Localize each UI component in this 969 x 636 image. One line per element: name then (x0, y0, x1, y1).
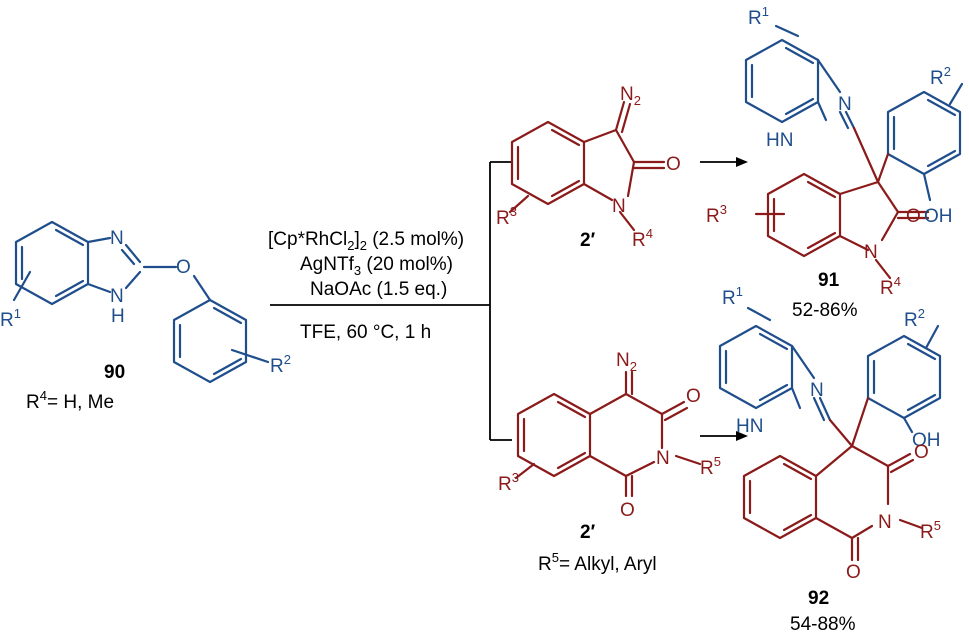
reaction-arrows (270, 157, 748, 441)
reagent-bottom-O2: O (620, 500, 635, 521)
reagent-bottom-R5-note: R5= Alkyl, Aryl (538, 550, 657, 575)
product-92-OH: OH (912, 430, 941, 451)
reagent-bottom-R3: R3 (498, 470, 519, 495)
compound-label-2prime-bottom: 2′ (580, 522, 596, 543)
start-N-label: N (110, 228, 124, 249)
reagent-bottom-2prime: N2 O N O R3 R5 2′ R5= Alkyl, Aryl (498, 350, 721, 575)
condition-base: NaOAc (1.5 eq.) (310, 279, 447, 300)
reaction-conditions: [Cp*RhCl2]2 (2.5 mol%) AgNTf3 (20 mol%) … (268, 229, 464, 343)
reagent-bottom-R5: R5 (700, 454, 721, 479)
start-R4-note: R4= H, Me (26, 388, 114, 413)
product-92: R1 R2 N HN OH O N O R5 92 54-88% (718, 284, 942, 635)
compound-label-91: 91 (818, 270, 840, 291)
product-91-N: N (838, 94, 852, 115)
product-91: R1 R2 N HN OH O N R3 R4 91 52-86% (706, 4, 964, 321)
reagent-bottom-N: N (656, 448, 670, 469)
start-R1: R1 (0, 306, 21, 331)
product-91-O: O (906, 206, 921, 227)
product-91-OH: OH (924, 206, 953, 227)
product-91-R3: R3 (706, 202, 727, 227)
product-92-N-imide: N (878, 512, 892, 533)
reagent-top-R4: R4 (632, 226, 653, 251)
yield-92: 54-88% (790, 614, 856, 635)
condition-additive: AgNTf3 (20 mol%) (300, 254, 453, 278)
start-O-label: O (176, 257, 191, 278)
product-92-R2: R2 (904, 306, 925, 331)
condition-catalyst: [Cp*RhCl2]2 (2.5 mol%) (268, 229, 464, 253)
product-91-HN: HN (766, 130, 793, 151)
reagent-top-N2: N2 (620, 84, 641, 108)
product-92-HN: HN (736, 416, 763, 437)
reagent-top-O: O (666, 154, 681, 175)
compound-label-90: 90 (104, 362, 125, 383)
reagent-top-N: N (612, 196, 626, 217)
product-92-O1: O (914, 442, 929, 463)
product-92-R5: R5 (920, 518, 941, 543)
reagent-top-2prime: N2 O N R3 R4 2′ (496, 84, 681, 251)
reagent-top-R3: R3 (496, 204, 517, 229)
start-R2: R2 (270, 352, 291, 377)
product-92-R1: R1 (722, 284, 743, 309)
product-91-R2: R2 (930, 64, 951, 89)
starting-material-90: N N H O R1 R2 90 R4= H, Me (0, 220, 291, 413)
product-91-N-lactam: N (864, 242, 878, 263)
condition-solvent-temp-time: TFE, 60 °C, 1 h (300, 322, 431, 343)
start-H-label: H (111, 306, 125, 327)
product-92-O2: O (846, 562, 861, 583)
reagent-bottom-O1: O (686, 386, 701, 407)
product-91-R1: R1 (748, 4, 769, 29)
product-91-R4: R4 (880, 274, 901, 299)
reagent-bottom-N2: N2 (616, 350, 637, 374)
yield-91: 52-86% (792, 300, 858, 321)
compound-label-2prime-top: 2′ (580, 230, 596, 251)
start-NH-label: N (110, 286, 124, 307)
start-benzo-ring (12, 220, 270, 384)
product-92-N: N (810, 380, 824, 401)
compound-label-92: 92 (808, 588, 829, 609)
